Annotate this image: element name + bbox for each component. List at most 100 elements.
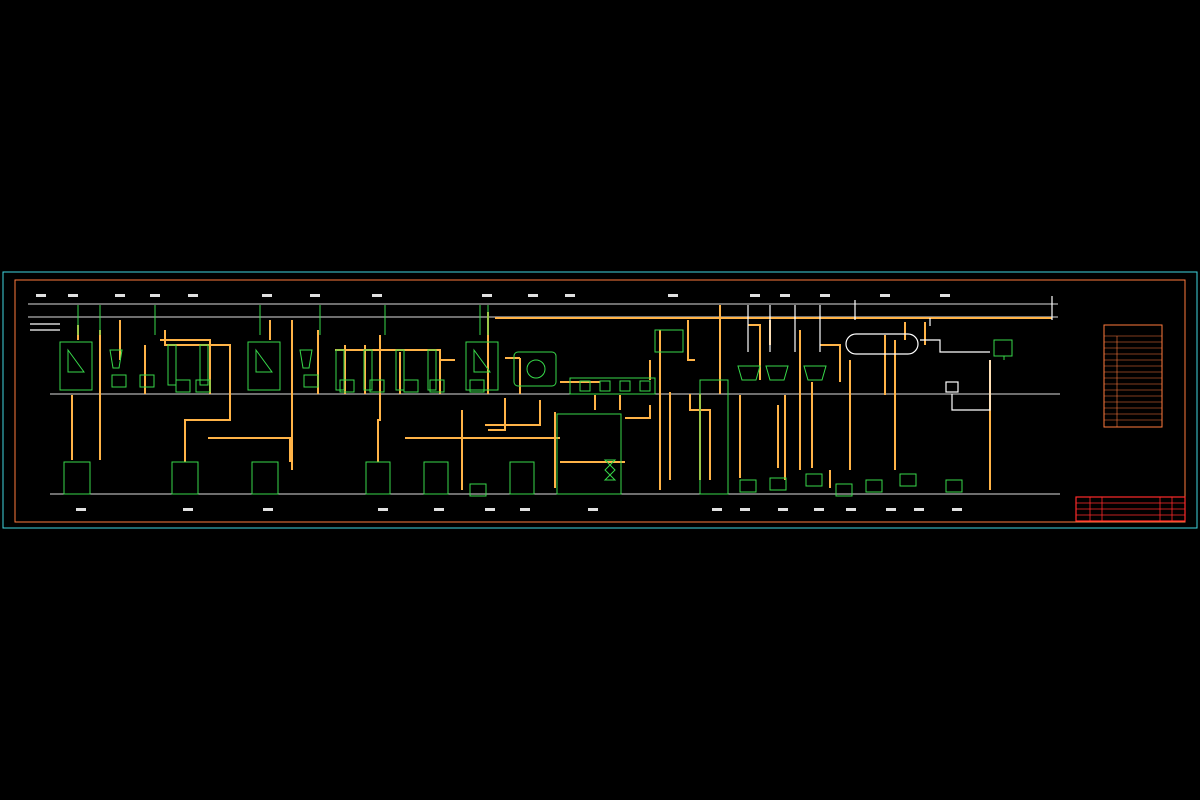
- reactor-agitator-2: [255, 348, 273, 373]
- top-header-tag-1: [36, 294, 46, 297]
- ground-tank-6: [509, 461, 535, 495]
- feed-bin: [654, 329, 684, 353]
- bottom-equipment-tag-5: [434, 508, 444, 511]
- pump-unit-6: [865, 479, 883, 493]
- tall-vessel-3: [335, 349, 345, 391]
- top-header-tag-6: [262, 294, 272, 297]
- roof-fan-unit: [993, 339, 1013, 360]
- pump-unit-7: [899, 473, 917, 487]
- skid-unit-8: [403, 379, 419, 393]
- bottom-equipment-tag-12: [814, 508, 824, 511]
- process-piping: [71, 305, 1052, 490]
- reactor-unit-2: [247, 341, 281, 391]
- bottom-equipment-tag-6: [485, 508, 495, 511]
- filter-hopper-3: [803, 365, 827, 381]
- skid-unit-2: [139, 374, 155, 388]
- tall-vessel-2: [199, 344, 209, 386]
- bottom-equipment-tag-2: [183, 508, 193, 511]
- bottom-equipment-tag-7: [520, 508, 530, 511]
- ground-tank-5: [423, 461, 449, 495]
- bottom-equipment-tag-16: [952, 508, 962, 511]
- conveyor-hopper-2: [599, 380, 611, 392]
- belt-conveyor: [569, 377, 656, 395]
- top-header-tag-17: [940, 294, 950, 297]
- skid-unit-6: [339, 379, 355, 393]
- reactor-agitator-3: [473, 348, 491, 373]
- pipe-run-6: [164, 330, 231, 462]
- skid-unit-5: [303, 374, 319, 388]
- top-header-tag-11: [565, 294, 575, 297]
- top-header-tag-14: [780, 294, 790, 297]
- skid-unit-10: [469, 379, 485, 393]
- pipe-run-16: [377, 335, 381, 462]
- conveyor-hopper-3: [619, 380, 631, 392]
- reactor-agitator-1: [67, 348, 85, 373]
- legend-table: [1103, 324, 1163, 428]
- tall-vessel-1: [167, 344, 177, 386]
- top-header-tag-3: [115, 294, 125, 297]
- top-header-tag-10: [528, 294, 538, 297]
- top-header-tag-15: [820, 294, 830, 297]
- dryer-drum: [513, 351, 557, 387]
- bottom-equipment-tag-9: [712, 508, 722, 511]
- skid-unit-9: [429, 379, 445, 393]
- bottom-equipment-tag-14: [886, 508, 896, 511]
- pipe-run-8: [208, 437, 291, 462]
- conveyor-hopper-1: [579, 380, 591, 392]
- ground-tank-1: [63, 461, 91, 495]
- pump-unit-3: [769, 477, 787, 491]
- skid-unit-1: [111, 374, 127, 388]
- tall-column: [699, 379, 729, 495]
- pump-unit-1: [469, 483, 487, 497]
- cyclone-separator-1: [109, 349, 123, 369]
- pipe-run-20: [485, 400, 541, 426]
- pump-unit-2: [739, 479, 757, 493]
- pump-unit-8: [945, 479, 963, 493]
- bottom-equipment-tag-10: [740, 508, 750, 511]
- reactor-unit-1: [59, 341, 93, 391]
- pipe-run-31: [687, 320, 695, 361]
- pipe-run-35: [748, 324, 761, 380]
- pipe-run-27: [625, 405, 651, 419]
- ground-tank-4: [365, 461, 391, 495]
- ground-tank-2: [171, 461, 199, 495]
- tower-valve-symbol: [603, 459, 617, 481]
- outer-sheet-frame: [2, 271, 1198, 529]
- top-header-tag-7: [310, 294, 320, 297]
- tall-vessel-4: [363, 349, 373, 391]
- pipe-run-41: [820, 344, 841, 382]
- instrument-line-1: [951, 360, 991, 411]
- legend-frame: [1103, 324, 1163, 428]
- inner-drawing-border: [14, 279, 1186, 523]
- bottom-equipment-tag-13: [846, 508, 856, 511]
- bottom-equipment-tag-15: [914, 508, 924, 511]
- top-header-tag-16: [880, 294, 890, 297]
- filter-hopper-2: [765, 365, 789, 381]
- instrument-lines: [30, 296, 1053, 411]
- horizontal-separator-vessel: [845, 333, 919, 355]
- bottom-equipment-tag-11: [778, 508, 788, 511]
- conveyor-hopper-4: [639, 380, 651, 392]
- filter-hopper-1: [737, 365, 761, 381]
- bottom-equipment-tag-8: [588, 508, 598, 511]
- bottom-equipment-tag-1: [76, 508, 86, 511]
- skid-unit-7: [369, 379, 385, 393]
- top-header-tag-12: [668, 294, 678, 297]
- dryer-drum-roll: [526, 359, 546, 379]
- top-header-tag-5: [188, 294, 198, 297]
- instrument-line-2: [920, 339, 990, 353]
- cyclone-separator-2: [299, 349, 313, 369]
- process-tower: [556, 413, 622, 495]
- pipe-run-12: [335, 349, 441, 394]
- skid-unit-4: [195, 379, 211, 393]
- top-header-tag-4: [150, 294, 160, 297]
- bottom-equipment-tag-4: [378, 508, 388, 511]
- pipe-run-7: [160, 339, 211, 394]
- pump-unit-4: [805, 473, 823, 487]
- top-header-tag-13: [750, 294, 760, 297]
- top-header-tag-2: [68, 294, 78, 297]
- bottom-equipment-tag-3: [263, 508, 273, 511]
- tall-vessel-5: [395, 349, 405, 391]
